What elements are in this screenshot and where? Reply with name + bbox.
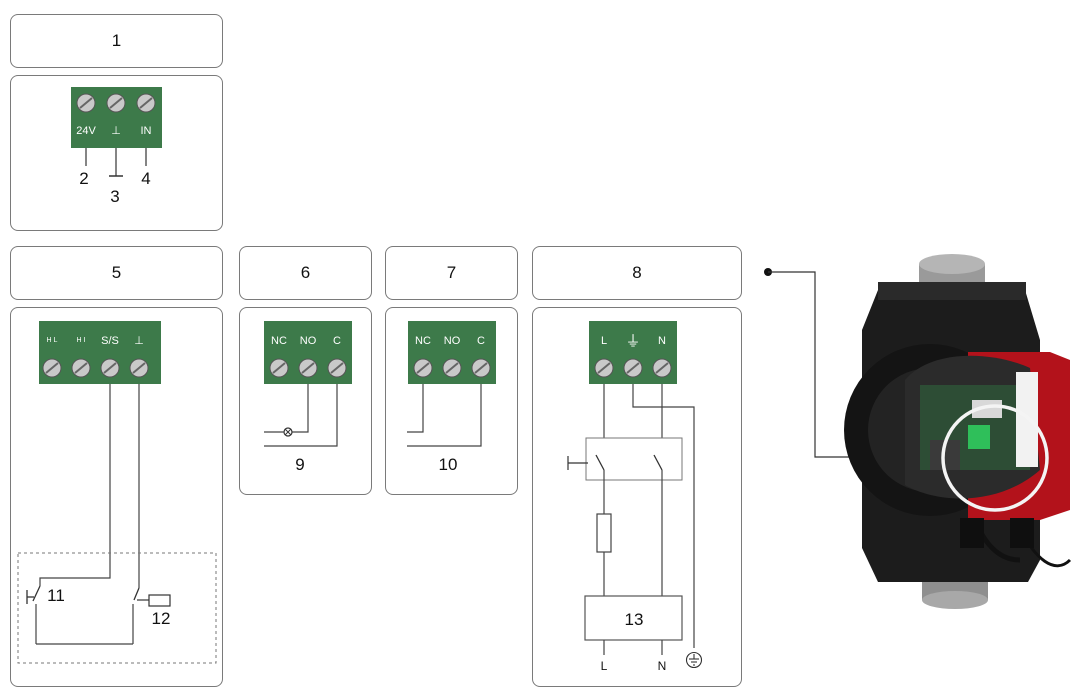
callout-12: 12 bbox=[152, 609, 171, 628]
header-1: 1 bbox=[10, 14, 223, 68]
terminal-label-in: IN bbox=[141, 125, 152, 137]
terminal-block-8: L ⏚ N bbox=[589, 321, 677, 384]
callout-2: 2 bbox=[79, 169, 88, 188]
callout-10: 10 bbox=[439, 455, 458, 474]
switch-12 bbox=[133, 587, 140, 601]
callout-3: 3 bbox=[110, 187, 119, 206]
terminal-label-hl: H L bbox=[47, 337, 58, 344]
supply-label-l: L bbox=[601, 659, 608, 673]
callout-9: 9 bbox=[295, 455, 304, 474]
terminal-label-earth: ⏚ bbox=[625, 333, 640, 350]
highlight-circle bbox=[941, 404, 1049, 512]
terminal-label-nc-2: NC bbox=[415, 335, 431, 347]
terminal-label-c-2: C bbox=[477, 335, 485, 347]
terminal-block-7: NC NO C bbox=[408, 321, 496, 384]
header-5: 5 bbox=[10, 246, 223, 300]
switch-11 bbox=[32, 585, 41, 602]
callout-13: 13 bbox=[625, 610, 644, 629]
external-device-box bbox=[17, 552, 217, 664]
callout-4: 4 bbox=[141, 169, 150, 188]
header-6: 6 bbox=[239, 246, 372, 300]
terminal-label-nc: NC bbox=[271, 335, 287, 347]
terminal-label-ss: S/S bbox=[101, 335, 119, 347]
terminal-label-l: L bbox=[601, 335, 607, 347]
header-8: 8 bbox=[532, 246, 742, 300]
terminal-block-1: 24V ⊥ IN bbox=[71, 87, 162, 148]
isolator-switch bbox=[585, 437, 683, 481]
supply-box-13 bbox=[584, 595, 683, 641]
terminal-label-hi: H I bbox=[77, 337, 86, 344]
header-7: 7 bbox=[385, 246, 518, 300]
terminal-label-no-2: NO bbox=[444, 335, 461, 347]
supply-label-n: N bbox=[658, 659, 667, 673]
callout-11: 11 bbox=[47, 586, 65, 605]
earth-icon bbox=[685, 651, 703, 669]
terminal-label-c: C bbox=[333, 335, 341, 347]
pump-image bbox=[844, 254, 1072, 609]
terminal-label-gnd5: ⊥ bbox=[134, 335, 144, 347]
fuse bbox=[596, 513, 612, 553]
terminal-label-n: N bbox=[658, 335, 666, 347]
terminal-label-ground: ⊥ bbox=[111, 125, 121, 137]
terminal-block-6: NC NO C bbox=[264, 321, 352, 384]
terminal-label-no: NO bbox=[300, 335, 317, 347]
terminal-label-24v: 24V bbox=[76, 125, 96, 137]
terminal-block-5: H L H I S/S ⊥ bbox=[39, 321, 161, 384]
